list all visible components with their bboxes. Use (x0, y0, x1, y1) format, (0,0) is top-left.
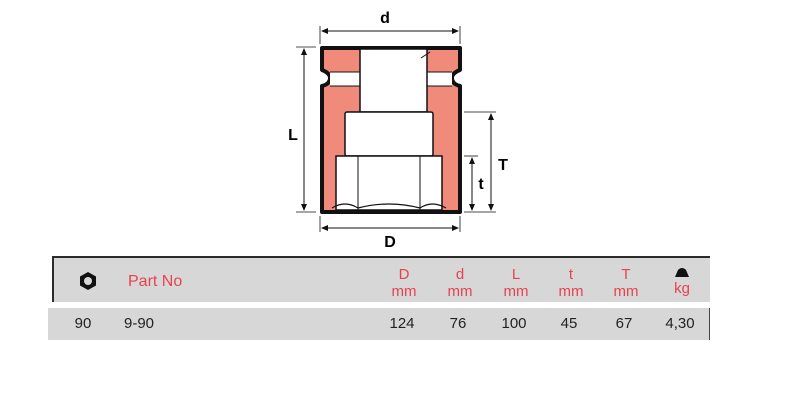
hex-nut-icon (80, 272, 96, 290)
dim-T-label: T (498, 157, 508, 174)
cell-t: 45 (560, 315, 578, 332)
cell-kg: 4,30 (665, 315, 695, 332)
col-header-weight: kg (662, 266, 702, 297)
weight-icon (675, 268, 689, 277)
dim-d-label: d (380, 10, 390, 27)
cell-T: 67 (615, 315, 633, 332)
cell-d: 76 (449, 315, 467, 332)
part-no-header: Part No (128, 273, 183, 290)
cell-D: 124 (389, 315, 415, 332)
dim-t-label: t (478, 176, 484, 193)
dim-D-label: D (384, 234, 396, 251)
cell-part-no: 9-90 (124, 315, 155, 332)
socket-diagram: d D L T t (288, 10, 508, 251)
cell-L: 100 (501, 315, 527, 332)
table-row: 90 9-90 124 76 100 45 67 4,30 (48, 308, 710, 340)
cell-size: 90 (74, 315, 92, 332)
dim-L-label: L (288, 127, 298, 144)
